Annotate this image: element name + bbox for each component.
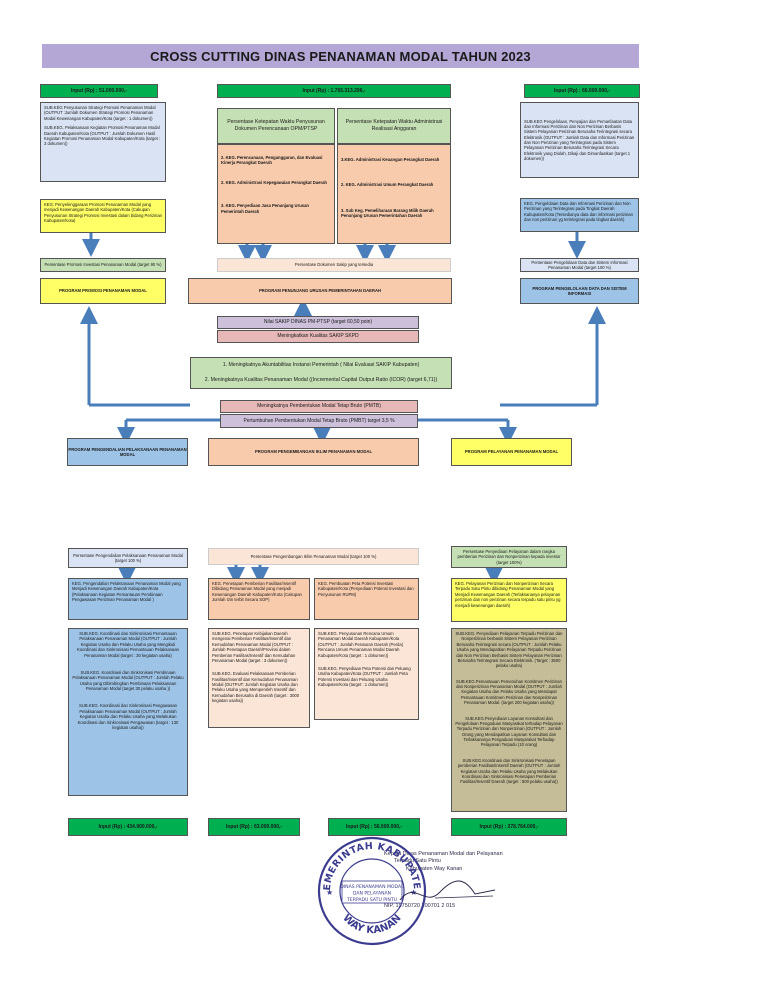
kegiatan-text: 3.KEG. Administrasi Keuangan Perangkat D…: [341, 157, 440, 162]
outcome-promosi: Persentase Promosi Investasi Penanaman M…: [40, 258, 166, 272]
kegiatan-text: 2. KEG. Perencanaan, Penganggaran, dan E…: [221, 155, 323, 166]
indikator-perencanaan: Persentase Ketepatan Waktu Penyusunan Do…: [217, 108, 335, 144]
tujuan-2: 2. Meningkatnya Kualitas Penanaman Modal…: [204, 377, 438, 384]
outcome-pengendalian: Persentase Pengendalian Pelaksanaan Pena…: [68, 548, 188, 568]
signature-nip: NIP. 19750720 200701 2 015: [384, 903, 456, 909]
kegiatan-text: 2. KEG. Administrasi Umum Perangkat Daer…: [341, 182, 434, 188]
sub-kegiatan-text: SUB.KEG. Koordinasi dan Sinkronisasi Pem…: [77, 631, 179, 658]
program-iklim: PROGRAM PENGEMBANGAN IKLIM PENANAMAN MOD…: [208, 438, 419, 466]
outcome-iklim: Persentase Pengembangan Iklim Penanaman …: [208, 548, 419, 565]
sub-kegiatan-text: SUB.KEG.Pemantauan Pemenuhan Komitmen Pe…: [456, 678, 562, 706]
outcome-penunjang: Persentase Dokumen Sakip yang tersedia: [217, 258, 451, 272]
kegiatan-text: 3. KEG. Penyediaan Jasa Penunjang Urusan…: [221, 203, 309, 214]
sub-kegiatan-pelayanan: SUB.KEG. Penyediaan Pelayanan Terpadu Pe…: [451, 628, 567, 812]
tujuan-1: 1. Meningkatnya Akuntabilitas Instansi P…: [222, 362, 420, 369]
signature-scribble: [399, 880, 496, 901]
sub-kegiatan-text: SUB.KEG. Pelaksanaan Kegiatan Promosi Pe…: [44, 125, 161, 147]
kegiatan-peta-potensi: KEG. Pembuatan Peta Potensi Investasi Ka…: [314, 578, 419, 620]
input-fasilitas: Input (Rp) : 63.000.000,-: [208, 818, 300, 836]
official-stamp: PEMERINTAH KABUPATEN WAY KANAN ★ ★ DINAS…: [316, 835, 427, 946]
svg-text:WAY KANAN: WAY KANAN: [340, 913, 403, 937]
kegiatan-penunjang-1: 2. KEG. Perencanaan, Penganggaran, dan E…: [217, 144, 335, 244]
stamp-bottom-text: WAY KANAN: [340, 913, 403, 937]
signature-line: Kabupaten Way Kanan: [406, 865, 463, 872]
sub-kegiatan-data: SUB.KEG Pengelolaan, Penyajian dan Peman…: [520, 102, 639, 178]
kegiatan-text: 3. Sub Keg. Pemeliharaan Barang Milik Da…: [341, 207, 434, 219]
pertumbuhan-pmtb: Pertumbuhan Pembentukan Modal Tetap Brut…: [220, 414, 418, 428]
kegiatan-promosi: KEG. Penyelenggaraan Promosi Penanaman M…: [40, 199, 166, 233]
sub-kegiatan-peta: SUB.KEG. Penyusunan Rencana Umum Penanam…: [314, 628, 419, 720]
kegiatan-fasilitas: KEG. Penetapan Pemberian Fasilitas/Insen…: [208, 578, 310, 620]
program-promosi: PROGRAM PROMOSI PENANAMAN MODAL: [40, 278, 166, 304]
sub-kegiatan-pengendalian: SUB.KEG. Koordinasi dan Sinkronisasi Pem…: [68, 628, 188, 796]
input-peta: Input (Rp) : 56.000.000,-: [328, 818, 420, 836]
input-penunjang: Input (Rp) : 1.765.313.296,-: [217, 84, 451, 98]
kegiatan-pengendalian: KEG. Pengendalian Pelaksanaan Penanaman …: [68, 578, 188, 620]
sub-kegiatan-text: SUB.KEG.Penyediaan Layanan Konsultasi da…: [455, 715, 563, 748]
program-pengendalian: PROGRAM PENGENDALIAN PELAKSANAAN PENANAM…: [67, 438, 188, 466]
sub-kegiatan-text: SUB.KEG. Koordinasi dan Sinkronisasi Pem…: [72, 669, 184, 691]
program-penunjang: PROGRAM PENUNJANG URUSAN PEMERINTAHAN DA…: [188, 278, 452, 304]
input-promosi: Input (Rp) : 51.000.000,-: [40, 84, 158, 98]
stamp-center-line: DAN PELAYANAN: [353, 891, 391, 897]
input-pengendalian: Input (Rp) : 434.900.000,-: [68, 818, 188, 836]
sub-kegiatan-text: SUB.KEG. Penyediaan Pelayanan Terpadu Pe…: [455, 631, 563, 669]
sub-kegiatan-text: SUB.KEG. Penyusunan Rencana Umum Penanam…: [318, 631, 404, 658]
stamp-center-line: TERPADU SATU PINTU: [346, 897, 397, 903]
kegiatan-pelayanan: KEG. Pelayanan Perizinan dan Nonperizina…: [451, 578, 567, 622]
sub-kegiatan-text: SUB.KEG.Koordinasi dan Sinkronisasi Pene…: [457, 757, 561, 785]
signature-line: Kepala Dinas Penanaman Modal dan Pelayan…: [384, 851, 503, 857]
signature-block: Kepala Dinas Penanaman Modal dan Pelayan…: [384, 851, 503, 873]
nilai-sakip: Nilai SAKIP DINAS PM-PTSP (target 60,50 …: [217, 316, 419, 329]
outcome-data: Persentase Pengelolaan Data dan Sistem I…: [520, 258, 639, 272]
kegiatan-penunjang-2: 3.KEG. Administrasi Keuangan Perangkat D…: [337, 144, 451, 244]
program-pelayanan: PROGRAM PELAYANAN PENANAMAN MODAL: [451, 438, 572, 466]
page-title: CROSS CUTTING DINAS PENANAMAN MODAL TAHU…: [42, 44, 639, 68]
tujuan-box: 1. Meningkatnya Akuntabilitas Instansi P…: [190, 357, 452, 389]
outcome-pelayanan: Persentase Penyediaan Pelayanan dalam ra…: [451, 546, 567, 568]
meningkatkan-sakip: Meningkatkan Kualitas SAKIP SKPD: [217, 330, 419, 343]
kegiatan-text: KEG. Penyelenggaraan Promosi Penanaman M…: [44, 202, 163, 224]
sub-kegiatan-promosi: SUB.KEG Penyusunan Strategi Promosi Pena…: [40, 102, 166, 182]
sub-kegiatan-text: SUB.KEG. Evaluasi Pelaksanaan Pemberian …: [212, 671, 300, 704]
input-pelayanan: Input (Rp) : 278.764.000,-: [451, 818, 567, 836]
sub-kegiatan-text: SUB.KEG. Penyediaan Peta Potensi dan Pel…: [318, 665, 411, 687]
sub-kegiatan-fasilitas: SUB.KEG. Penetapan Kebijakan Daerah meng…: [208, 628, 310, 728]
kegiatan-data: KEG. Pengelolaan Data dan Informasi Peri…: [520, 198, 639, 232]
input-data: Input (Rp) : 66.000.000,-: [524, 84, 640, 98]
indikator-keuangan: Persentase Ketepatan Waktu Administrasi …: [337, 108, 451, 144]
program-data: PROGRAM PENGELOLAAN DATA DAN SISTEM INFO…: [520, 278, 639, 304]
signature-line: Terpadu Satu Pintu: [394, 858, 441, 865]
kegiatan-text: 2. KEG. Administrasi Kepegawaian Perangk…: [221, 179, 327, 185]
meningkatnya-pmtb: Meningkatnya Pembentukan Modal Tetap Bru…: [220, 400, 418, 413]
stamp-star-icon: ★: [326, 888, 333, 897]
sub-kegiatan-text: SUB.KEG. Penetapan Kebijakan Daerah meng…: [212, 631, 296, 663]
sub-kegiatan-text: SUB.KEG Penyusunan Strategi Promosi Pena…: [44, 105, 156, 121]
stamp-center-line: DINAS PENANAMAN MODAL: [340, 884, 404, 890]
sub-kegiatan-text: SUB.KEG. Koordinasi dan Sinkronisasi Pen…: [77, 703, 179, 730]
